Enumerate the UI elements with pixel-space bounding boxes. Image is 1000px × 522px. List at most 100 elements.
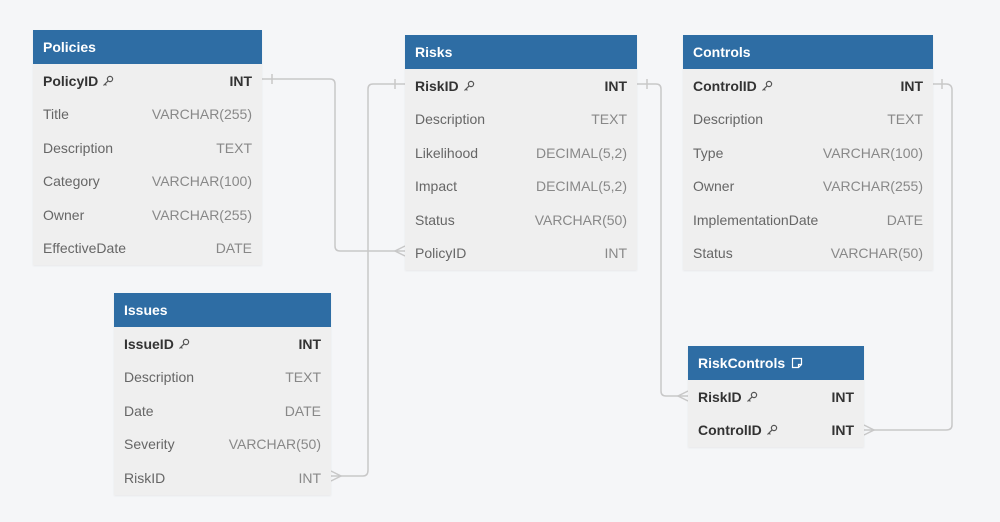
table-row[interactable]: RiskID INT [405, 69, 637, 103]
table-row[interactable]: Description TEXT [33, 131, 262, 165]
column-name: Date [124, 402, 154, 419]
table-row[interactable]: RiskID INT [688, 380, 864, 414]
column-type: INT [831, 422, 854, 439]
column-name: Category [43, 173, 100, 190]
column-name: RiskID [698, 388, 742, 405]
table-risks[interactable]: Risks RiskID INT Description TEXT Likeli… [405, 35, 637, 270]
column-name: IssueID [124, 335, 174, 352]
column-name: ControlID [693, 77, 757, 94]
column-type: VARCHAR(50) [830, 245, 923, 262]
column-name: Description [415, 111, 486, 128]
column-name: Severity [124, 436, 175, 453]
table-row[interactable]: Type VARCHAR(100) [683, 136, 933, 170]
table-row[interactable]: Category VARCHAR(100) [33, 165, 262, 199]
table-issues[interactable]: Issues IssueID INT Description TEXT Date… [114, 293, 331, 495]
key-icon [178, 338, 190, 349]
column-name: EffectiveDate [43, 240, 127, 257]
column-type: INT [298, 469, 321, 486]
column-name: Description [693, 111, 764, 128]
table-row[interactable]: PolicyID INT [405, 237, 637, 271]
column-name: Status [693, 245, 733, 262]
many-marker-risks-policyid [393, 245, 406, 257]
column-type: VARCHAR(255) [151, 206, 252, 223]
table-title: Controls [693, 44, 751, 60]
key-icon [746, 391, 757, 402]
column-type: VARCHAR(100) [822, 144, 923, 161]
column-type: INT [298, 335, 321, 352]
column-type: TEXT [591, 111, 627, 128]
column-name: ControlID [698, 422, 762, 439]
table-row[interactable]: ControlID INT [683, 69, 933, 103]
table-row[interactable]: Likelihood DECIMAL(5,2) [405, 136, 637, 170]
connector-policies-risks [262, 78, 405, 252]
column-type: INT [604, 77, 627, 94]
table-title: Risks [415, 44, 453, 60]
table-policies[interactable]: Policies PolicyID INT Title VARCHAR(255)… [33, 30, 262, 265]
key-icon [103, 75, 114, 86]
many-marker-issues-riskid [330, 470, 343, 482]
table-title: RiskControls [698, 355, 786, 371]
table-header[interactable]: Policies [33, 30, 262, 64]
column-name: Description [43, 139, 114, 156]
table-header[interactable]: RiskControls [688, 346, 864, 380]
connector-risks-issues [331, 83, 405, 477]
table-row[interactable]: RiskID INT [114, 461, 331, 495]
column-type: DATE [215, 240, 252, 257]
table-header[interactable]: Risks [405, 35, 637, 69]
table-controls[interactable]: Controls ControlID INT Description TEXT … [683, 35, 933, 270]
table-row[interactable]: Owner VARCHAR(255) [33, 198, 262, 232]
table-row[interactable]: Description TEXT [405, 103, 637, 137]
column-name: Description [124, 369, 195, 386]
table-row[interactable]: IssueID INT [114, 327, 331, 361]
column-type: TEXT [887, 111, 923, 128]
many-marker-riskcontrols-controlid [863, 424, 876, 436]
table-title: Issues [124, 302, 168, 318]
note-icon [792, 357, 803, 369]
table-header[interactable]: Issues [114, 293, 331, 327]
column-name: Likelihood [415, 144, 479, 161]
table-row[interactable]: EffectiveDate DATE [33, 232, 262, 266]
column-type: INT [229, 72, 252, 89]
many-marker-riskcontrols-riskid [676, 390, 689, 402]
table-row[interactable]: Status VARCHAR(50) [405, 203, 637, 237]
column-type: TEXT [285, 369, 321, 386]
column-type: VARCHAR(100) [151, 173, 252, 190]
table-row[interactable]: Status VARCHAR(50) [683, 237, 933, 271]
column-type: DECIMAL(5,2) [535, 144, 627, 161]
table-row[interactable]: Title VARCHAR(255) [33, 98, 262, 132]
table-row[interactable]: Owner VARCHAR(255) [683, 170, 933, 204]
column-name: Owner [43, 206, 85, 223]
table-row[interactable]: ControlID INT [688, 414, 864, 448]
table-row[interactable]: Date DATE [114, 394, 331, 428]
table-row[interactable]: ImplementationDate DATE [683, 203, 933, 237]
table-header[interactable]: Controls [683, 35, 933, 69]
table-row[interactable]: Description TEXT [114, 361, 331, 395]
column-type: INT [900, 77, 923, 94]
column-type: DECIMAL(5,2) [535, 178, 627, 195]
column-name: PolicyID [415, 245, 467, 262]
column-name: Impact [415, 178, 458, 195]
table-row[interactable]: Description TEXT [683, 103, 933, 137]
table-row[interactable]: Impact DECIMAL(5,2) [405, 170, 637, 204]
column-name: Title [43, 106, 69, 123]
column-name: RiskID [124, 469, 166, 486]
column-name: ImplementationDate [693, 211, 819, 228]
column-type: TEXT [216, 139, 252, 156]
column-name: Owner [693, 178, 735, 195]
column-type: VARCHAR(50) [228, 436, 321, 453]
column-type: INT [604, 245, 627, 262]
key-icon [761, 80, 772, 91]
key-icon [463, 80, 474, 91]
key-icon [766, 425, 777, 436]
column-type: VARCHAR(255) [822, 178, 923, 195]
column-type: DATE [284, 402, 321, 419]
table-row[interactable]: PolicyID INT [33, 64, 262, 98]
column-name: Type [693, 144, 724, 161]
column-name: Status [415, 211, 455, 228]
table-riskcontrols[interactable]: RiskControls RiskID INT ControlID INT [688, 346, 864, 447]
table-title: Policies [43, 39, 96, 55]
column-type: VARCHAR(255) [151, 106, 252, 123]
table-row[interactable]: Severity VARCHAR(50) [114, 428, 331, 462]
column-type: DATE [886, 211, 923, 228]
